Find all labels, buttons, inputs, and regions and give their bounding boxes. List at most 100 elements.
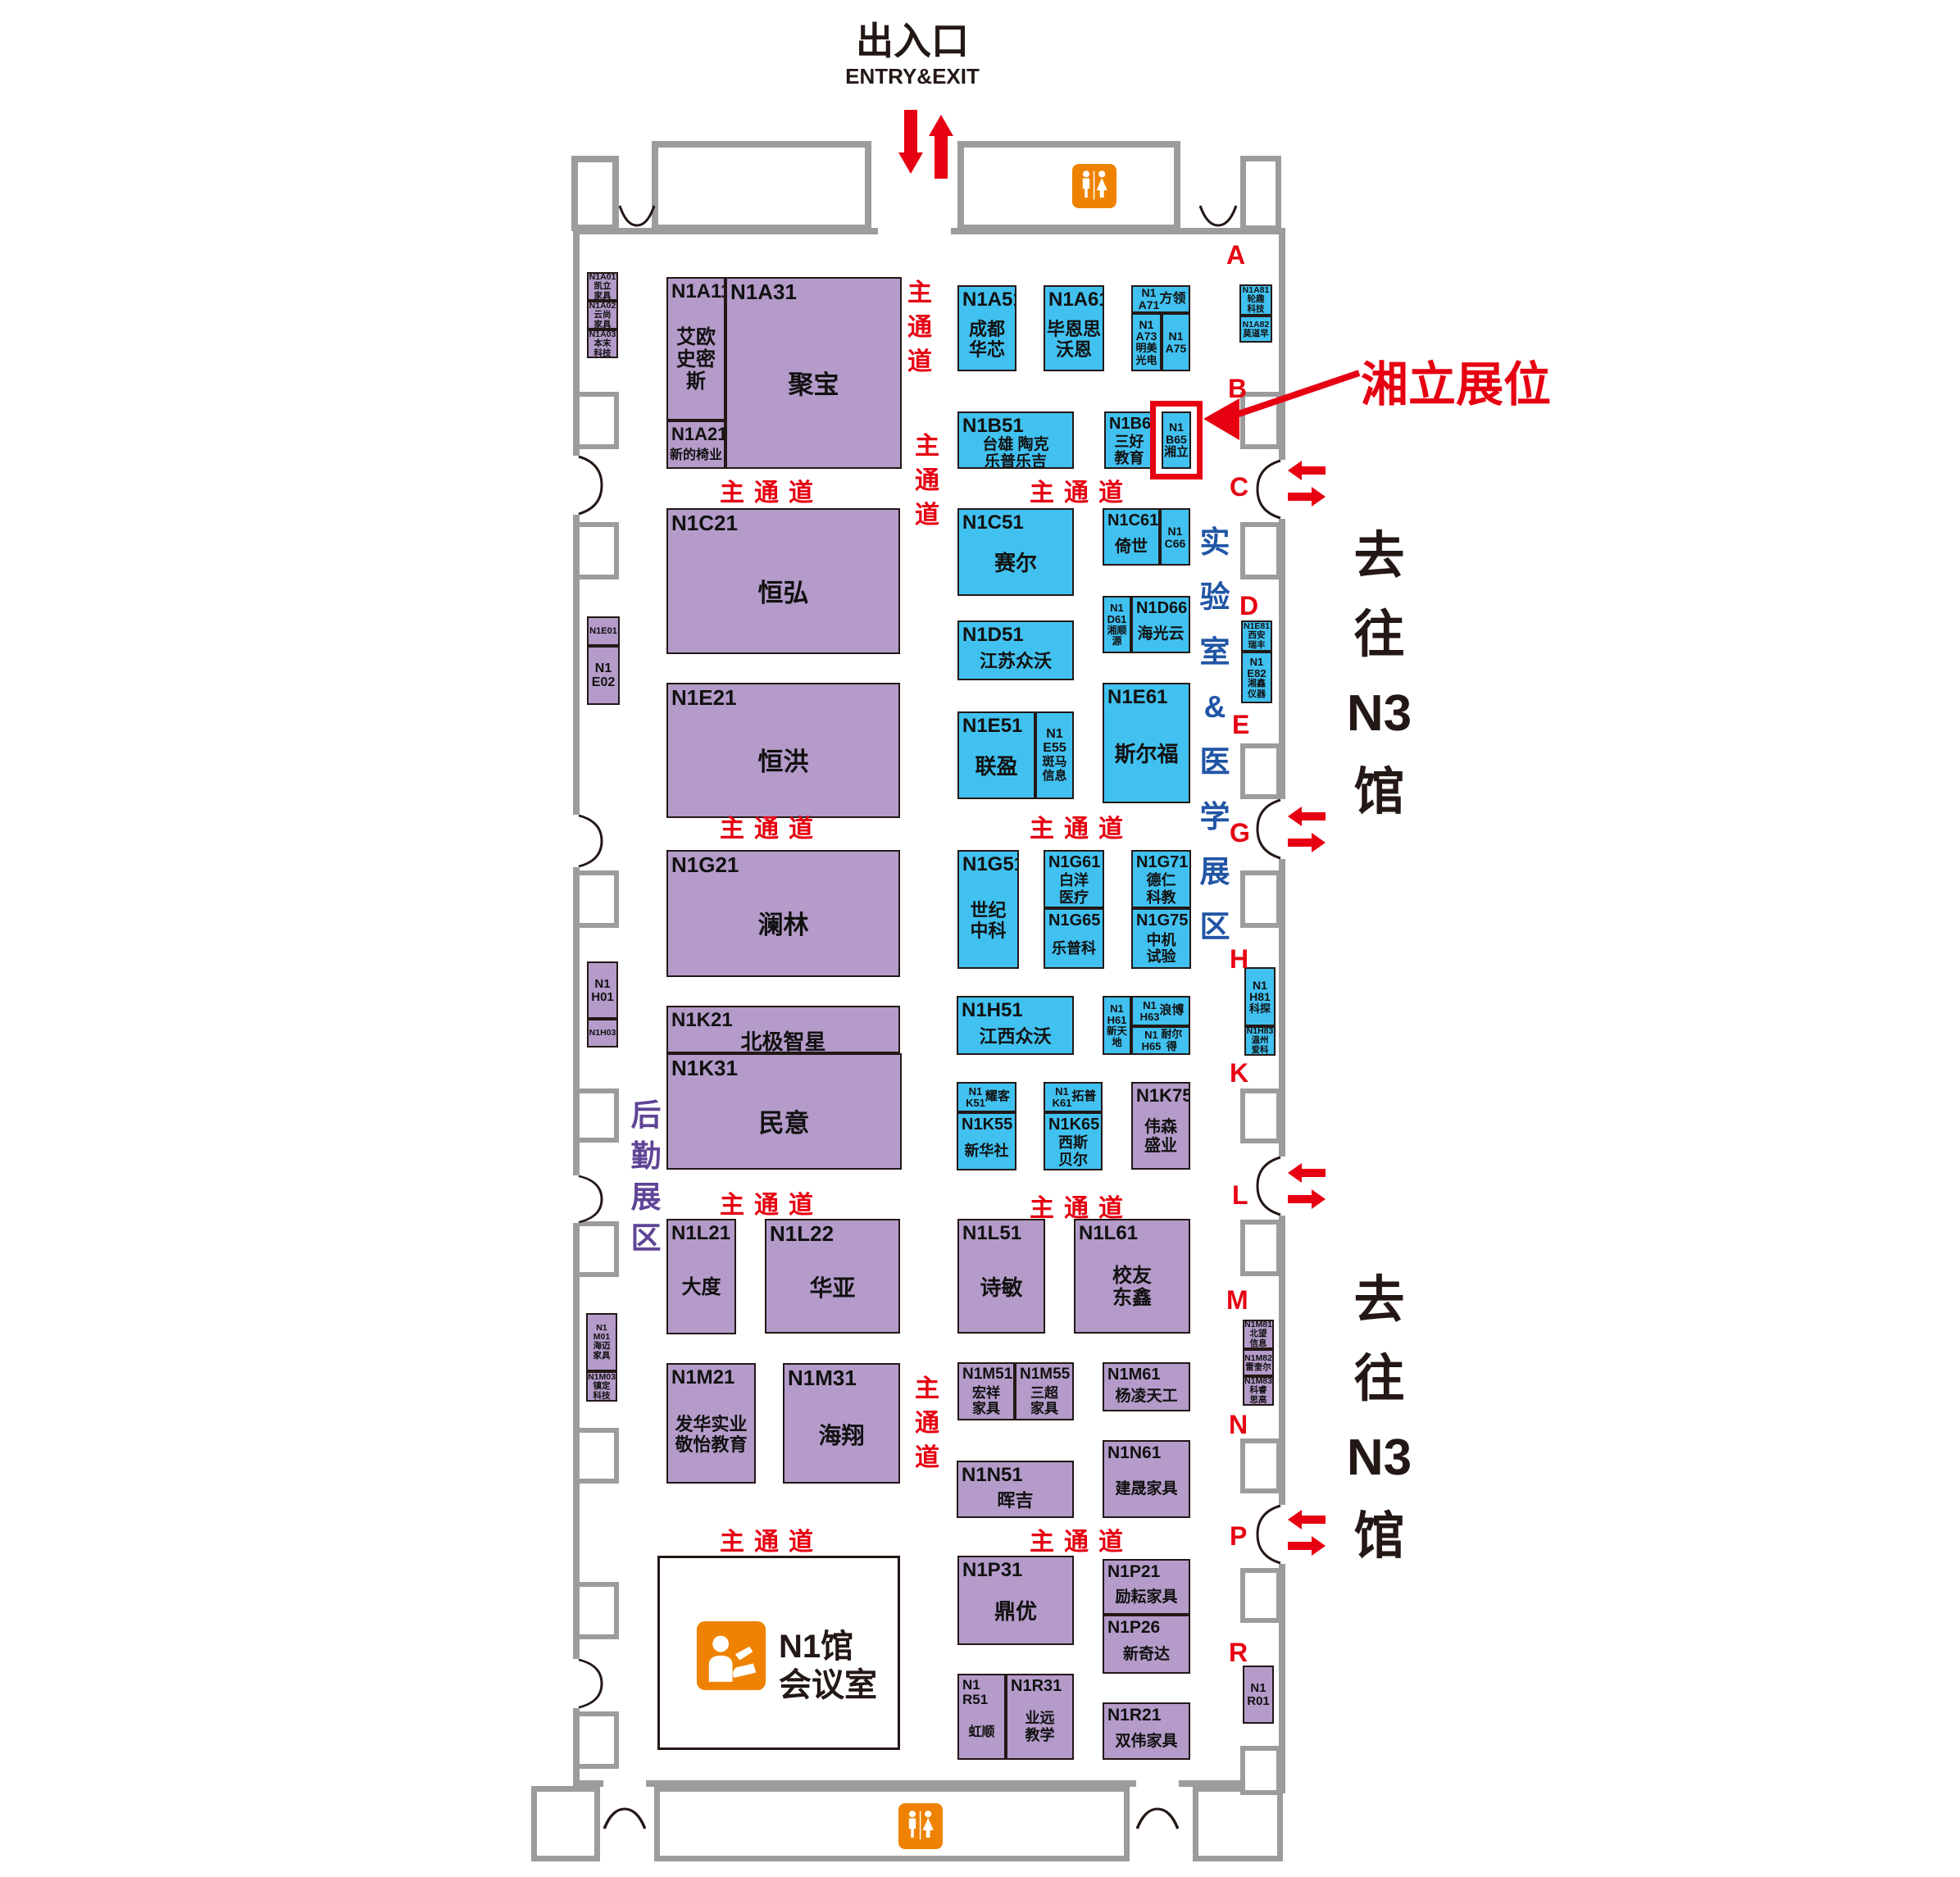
booth-name: 本末 科技: [593, 338, 612, 358]
aisle-char: 道: [907, 348, 932, 375]
left-arrow-icon: [1288, 1163, 1326, 1183]
wall-alcove: [575, 392, 619, 449]
zone-char: 医: [1199, 745, 1230, 779]
wall-letter-h: H: [1230, 944, 1249, 974]
zone-char: 区: [1199, 910, 1230, 943]
booth-name: 恒弘: [757, 578, 809, 607]
right-arrow-icon: [1288, 1189, 1326, 1209]
wall-letter-n: N: [1229, 1410, 1248, 1439]
booth-code: N1E51: [962, 715, 1023, 737]
booth-name: 发华实业 敬怡教育: [675, 1413, 748, 1455]
booth-code: N1 H63: [1139, 998, 1160, 1023]
entry-exit-label-cn: 出入口: [856, 20, 969, 62]
booth-code: N1M31: [788, 1366, 857, 1390]
zone-char: 勤: [630, 1139, 662, 1173]
wall-letter-k: K: [1230, 1058, 1249, 1088]
zone-char: 去: [1353, 528, 1405, 584]
wall-alcove: [575, 1711, 619, 1769]
booth-name: 湘立: [1163, 444, 1189, 459]
aisle-char: 主: [907, 280, 932, 307]
booth-code: N1P31: [962, 1559, 1023, 1581]
booth-name: 北望 信息: [1249, 1329, 1267, 1349]
door-gap: [573, 1659, 580, 1708]
booth-name: 世纪 中科: [970, 899, 1007, 941]
booth-name: 江苏众沃: [979, 651, 1052, 672]
booth-name: 温州 爱科: [1251, 1035, 1269, 1056]
booth-name: 新天 地: [1106, 1025, 1127, 1049]
booth-name: 杨凌天工: [1115, 1388, 1178, 1406]
booth-name: 镇定 科技: [593, 1380, 611, 1401]
wall-alcove: [1240, 1088, 1281, 1143]
zone-char: 展: [1199, 855, 1230, 889]
booth-code: N1M03: [588, 1371, 616, 1382]
booth-name: 科探: [1248, 1002, 1271, 1015]
door-swing-icon: [619, 203, 655, 228]
zone-char: 馆: [1353, 764, 1405, 820]
main-aisle-label: 主通道: [1030, 816, 1133, 843]
booth-name: 中机 试验: [1146, 931, 1176, 965]
wall-letter-b: B: [1228, 374, 1248, 403]
booth-code: N1 R01: [1247, 1681, 1270, 1708]
booth-name: 毕恩思 沃恩: [1046, 318, 1101, 360]
door-swing-icon: [576, 1175, 604, 1223]
wall-alcove: [575, 1582, 619, 1639]
booth-name: 湘鑫 仪器: [1248, 679, 1266, 699]
entry-exit-label-en: ENTRY&EXIT: [845, 64, 980, 89]
booth-code: N1L51: [962, 1222, 1022, 1244]
booth-name: 凯立 家具: [593, 280, 612, 301]
booth-name: 耐尔 得: [1161, 1027, 1183, 1052]
booth-code: N1C51: [962, 511, 1024, 534]
door-gap: [1279, 460, 1285, 519]
booth-n1a75: N1 A75: [1162, 313, 1190, 371]
aisle-char: 主: [915, 1375, 939, 1402]
booth-code: N1M21: [671, 1366, 735, 1388]
left-arrow-icon: [1288, 807, 1326, 826]
booth-code: N1E21: [671, 685, 737, 710]
booth-code: N1H03: [589, 1028, 616, 1038]
booth-code: N1L21: [671, 1222, 731, 1244]
booth-code: N1E01: [589, 625, 617, 636]
booth-code: N1K55: [962, 1116, 1013, 1134]
booth-name: 北极智星: [740, 1029, 826, 1053]
wall-letter-r: R: [1229, 1638, 1248, 1667]
booth-n1m21: N1M21 发华实业 敬怡教育: [666, 1363, 756, 1484]
booth-code: N1A81: [1242, 285, 1270, 296]
booth-code: N1A21: [671, 424, 725, 444]
up-arrow-icon: [929, 115, 953, 179]
booth-name: 晖吉: [997, 1489, 1034, 1511]
wall-alcove: [575, 870, 619, 928]
booth-name: 云尚 家具: [593, 309, 612, 329]
wall-letter-a: A: [1226, 240, 1246, 270]
door-gap: [1279, 799, 1285, 859]
booth-n1h01: N1 H01: [587, 961, 618, 1019]
conference-room-label: N1馆 会议室: [779, 1629, 877, 1704]
zone-char: 后: [630, 1098, 662, 1132]
booth-name: 乐普科: [1052, 939, 1096, 957]
booth-name: 校友 东鑫: [1112, 1265, 1152, 1310]
wall-alcove: [575, 1221, 619, 1277]
booth-code: N1A31: [730, 280, 797, 304]
wall-alcove: [1240, 870, 1281, 928]
booth-code: N1 C66: [1164, 524, 1186, 550]
wall-segment: [573, 228, 580, 1787]
main-aisle-label: 主通道: [1030, 1529, 1133, 1556]
booth-name: 民意: [758, 1108, 810, 1138]
